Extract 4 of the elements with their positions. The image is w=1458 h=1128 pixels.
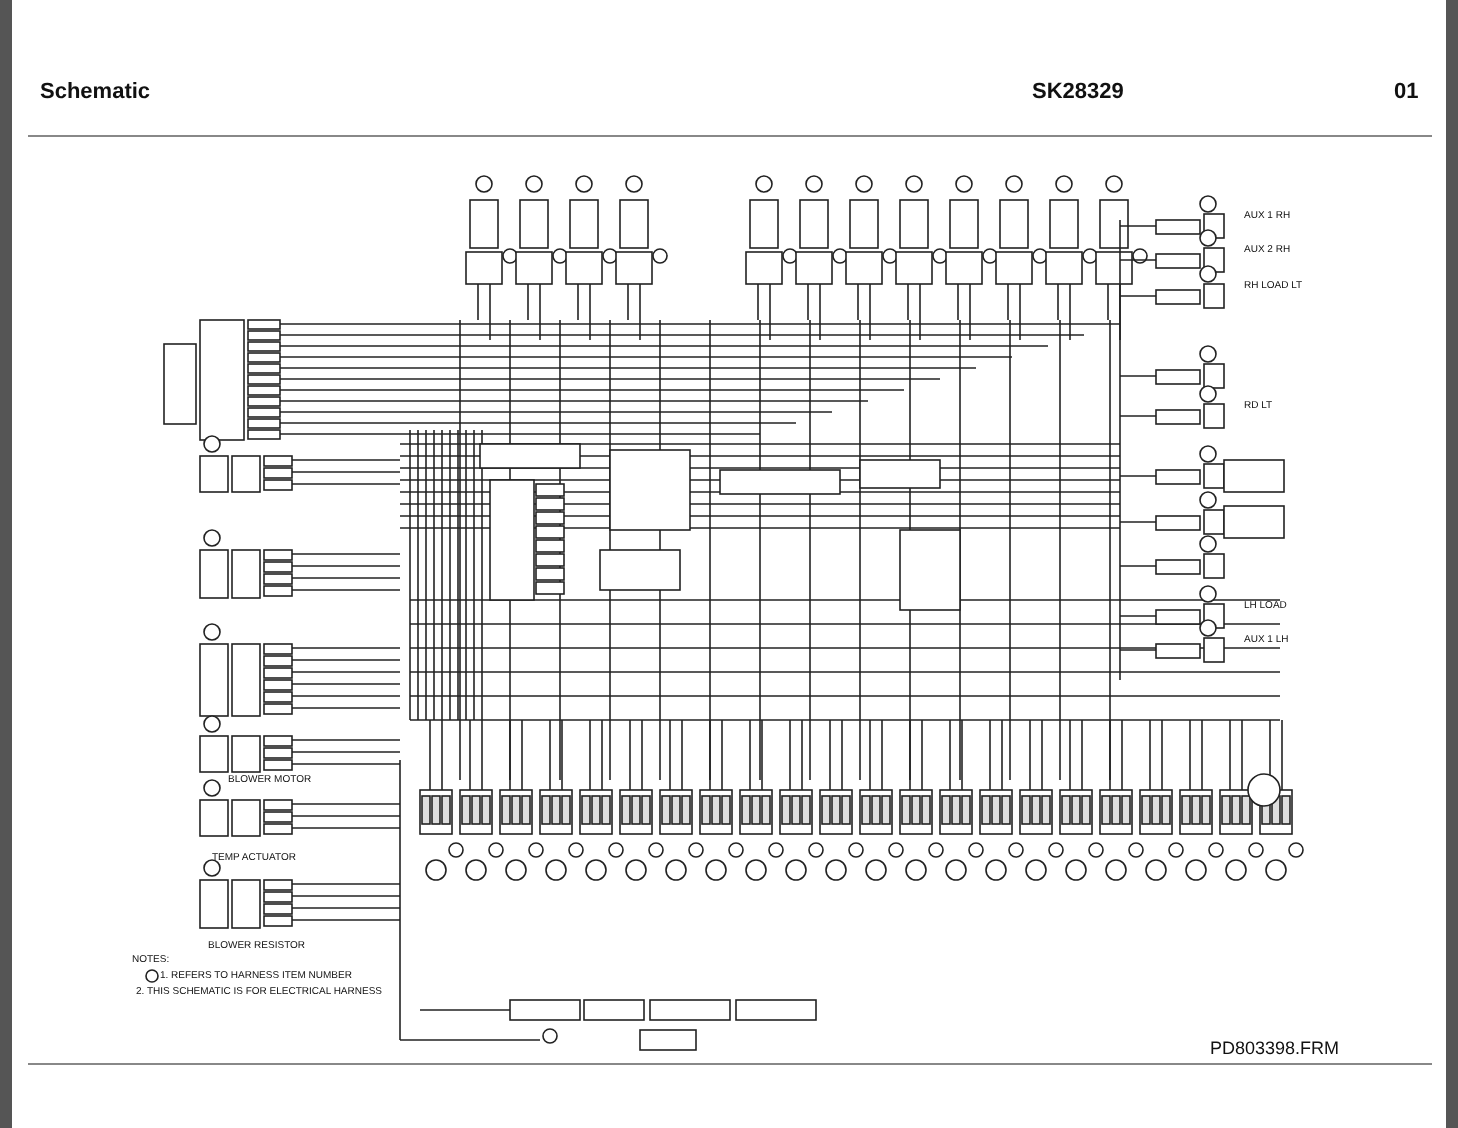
file-name: PD803398.FRM: [1210, 1038, 1340, 1058]
sheet-number: SK28329: [1032, 80, 1124, 104]
diagram-title: Schematic: [40, 80, 151, 104]
sheet-number: 01: [1394, 80, 1419, 104]
